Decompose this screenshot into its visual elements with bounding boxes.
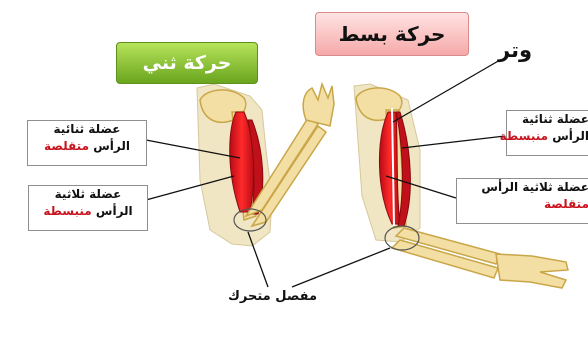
flexion-biceps-label-line1: عضلة ثنائية bbox=[28, 121, 146, 138]
pointer-tendon bbox=[393, 60, 500, 122]
flexion-triceps-state: منبسطة bbox=[43, 204, 91, 218]
extension-biceps-label-line1: عضلة ثنائية bbox=[507, 111, 588, 128]
extension-triceps-label: عضلة ثلاثية الرأس متقلصة bbox=[456, 178, 588, 224]
flexion-biceps-head-text: الرأس bbox=[89, 139, 130, 153]
flexion-biceps-label-line2: الرأس متقلصة bbox=[28, 138, 146, 155]
extension-triceps-label-line1: عضلة ثلاثية الرأس bbox=[457, 179, 588, 196]
extension-biceps-state: منبسطة bbox=[500, 129, 548, 143]
flexion-arm bbox=[197, 84, 334, 246]
flexion-biceps-state: متقلصة bbox=[44, 139, 89, 153]
flexion-title-banner: حركة ثني bbox=[116, 42, 258, 84]
extension-hand-bones bbox=[496, 254, 568, 288]
flexion-biceps-label: عضلة ثنائية الرأس متقلصة bbox=[27, 120, 147, 166]
extension-biceps-label: عضلة ثنائية الرأس منبسطة bbox=[506, 110, 588, 156]
flexion-triceps-label-line1: عضلة ثلاثية bbox=[29, 186, 147, 203]
flexion-triceps-head-text: الرأس bbox=[92, 204, 133, 218]
extension-biceps-label-line2: الرأس منبسطة bbox=[507, 128, 588, 145]
flexion-hand-bones bbox=[303, 84, 334, 126]
flexion-triceps-label-line2: الرأس منبسطة bbox=[29, 203, 147, 220]
extension-biceps-head-text: الرأس bbox=[548, 129, 588, 143]
tendon-label: وتر bbox=[498, 38, 532, 62]
extension-triceps-state: متقلصة bbox=[457, 196, 588, 213]
joint-label: مفصل متحرك bbox=[228, 289, 317, 304]
extension-title-banner: حركة بسط bbox=[315, 12, 469, 56]
pointer-joint-right bbox=[292, 248, 390, 287]
flexion-triceps-label: عضلة ثلاثية الرأس منبسطة bbox=[28, 185, 148, 231]
